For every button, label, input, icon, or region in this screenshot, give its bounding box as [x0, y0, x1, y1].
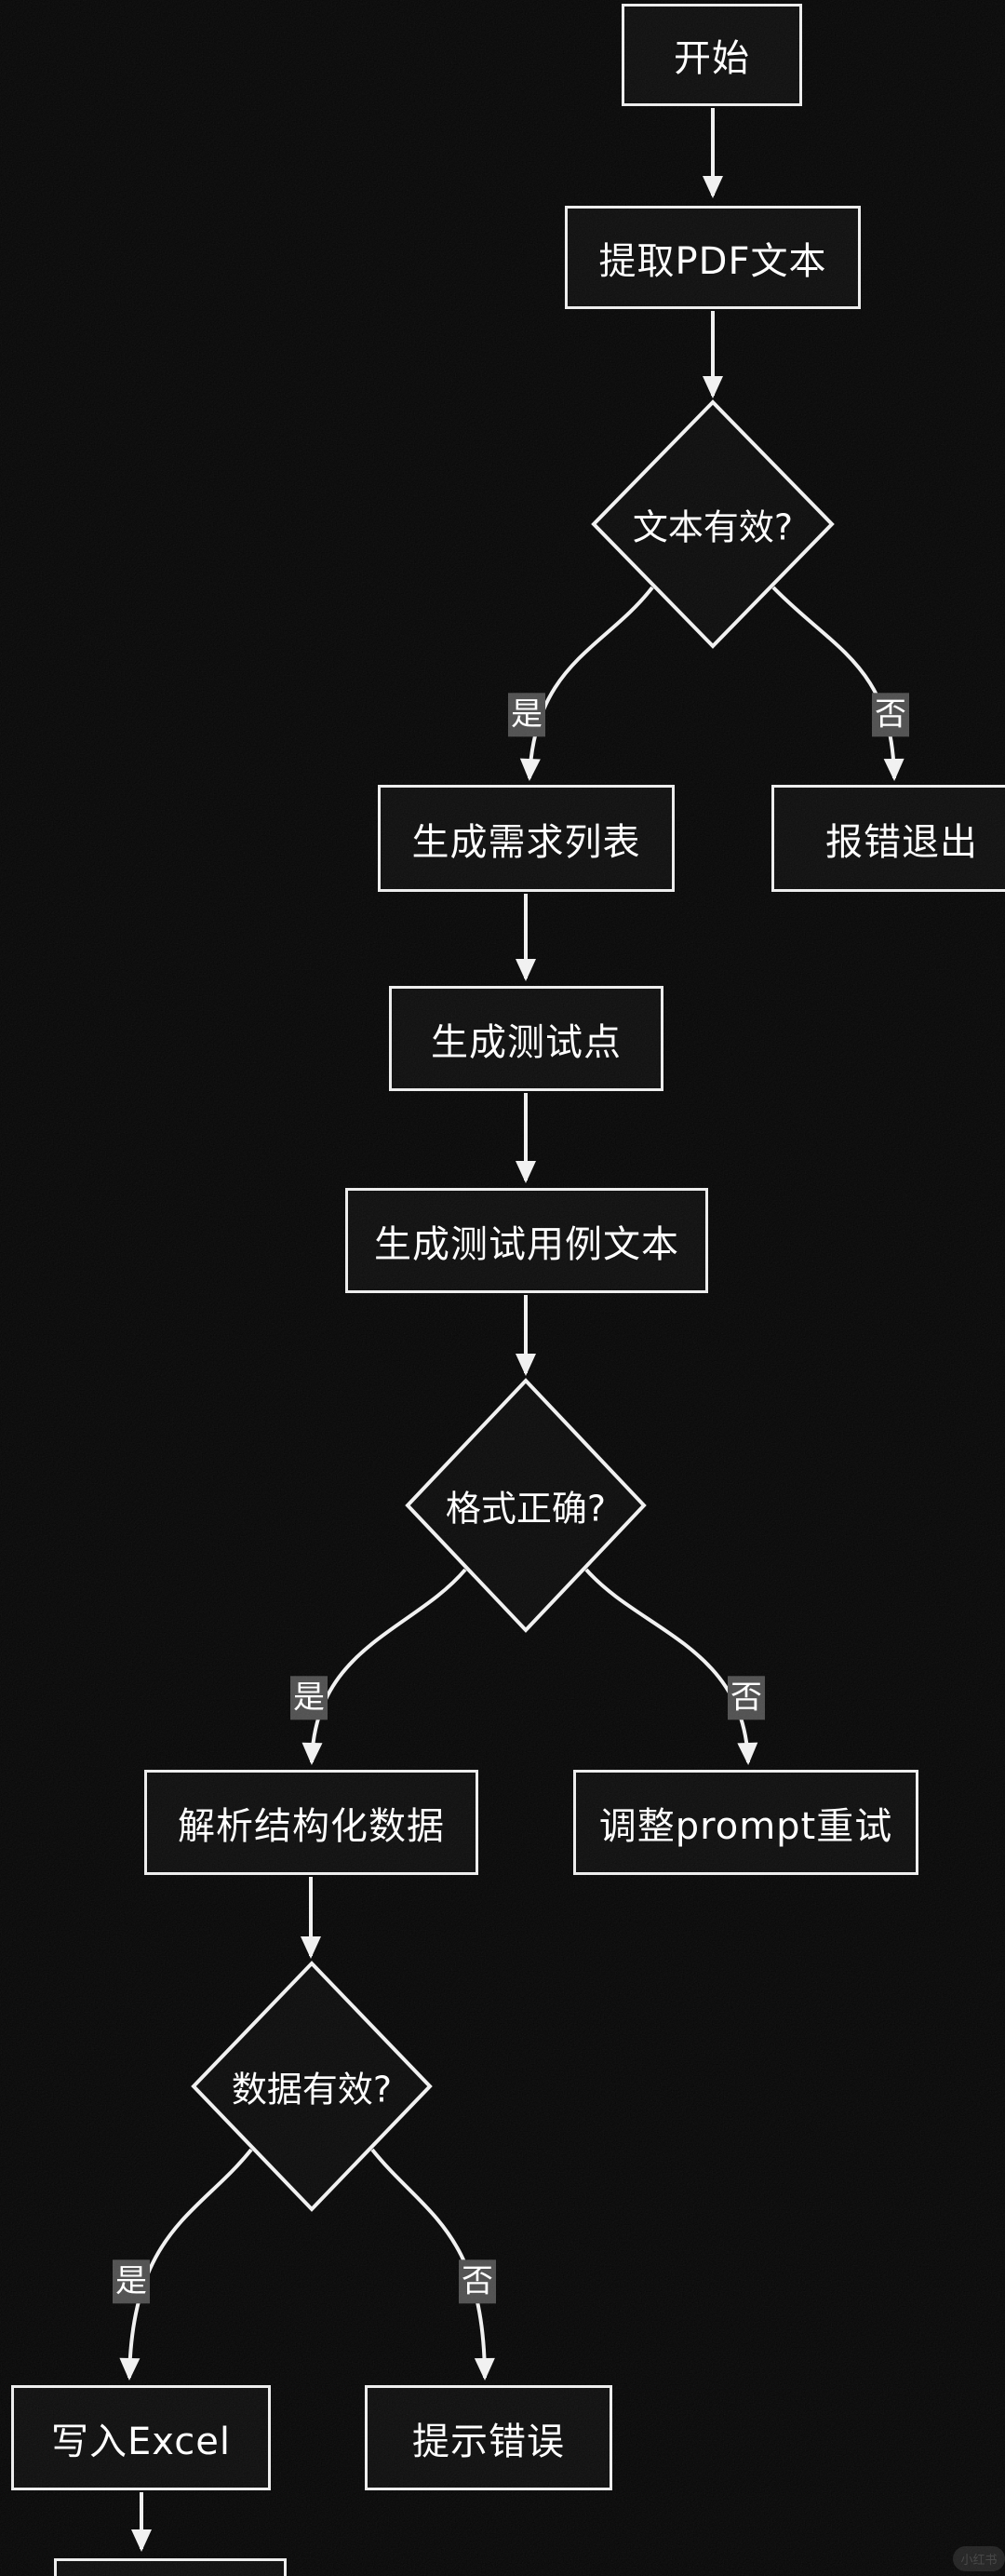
- node-write-excel: 写入Excel: [11, 2385, 271, 2490]
- edge-format-yes: [302, 1568, 467, 1765]
- xiaohongshu-watermark: 小红书: [953, 2546, 1005, 2571]
- decision-label-text-valid: 文本有效?: [632, 506, 794, 548]
- edge-label-format-correct-yes: 是: [290, 1676, 328, 1720]
- node-show-error: 提示错误: [365, 2385, 612, 2490]
- node-gen-requirements: 生成需求列表: [378, 785, 675, 892]
- edge-label-data-valid-yes: 是: [113, 2259, 150, 2304]
- edge-label-format-correct-no: 否: [728, 1676, 765, 1720]
- node-start: 开始: [622, 4, 802, 106]
- node-adjust-prompt: 调整prompt重试: [573, 1770, 918, 1875]
- node-gen-test-points: 生成测试点: [389, 986, 663, 1091]
- edge-label-text-valid-yes: 是: [508, 693, 545, 737]
- node-extract-pdf-text: 提取PDF文本: [565, 206, 861, 309]
- edge-format-no: [584, 1568, 758, 1765]
- node-gen-testcase-text: 生成测试用例文本: [345, 1188, 708, 1293]
- edge-textvalid-no: [771, 586, 904, 781]
- edge-label-data-valid-no: 否: [459, 2259, 496, 2304]
- node-error-exit: 报错退出: [771, 785, 1005, 892]
- node-parse-structured: 解析结构化数据: [144, 1770, 478, 1875]
- decision-label-format-correct: 格式正确?: [445, 1488, 607, 1530]
- decision-label-data-valid: 数据有效?: [231, 2069, 393, 2111]
- edge-textvalid-yes: [519, 586, 654, 781]
- node-bottom-partial: [54, 2558, 287, 2576]
- edge-label-text-valid-no: 否: [872, 693, 909, 737]
